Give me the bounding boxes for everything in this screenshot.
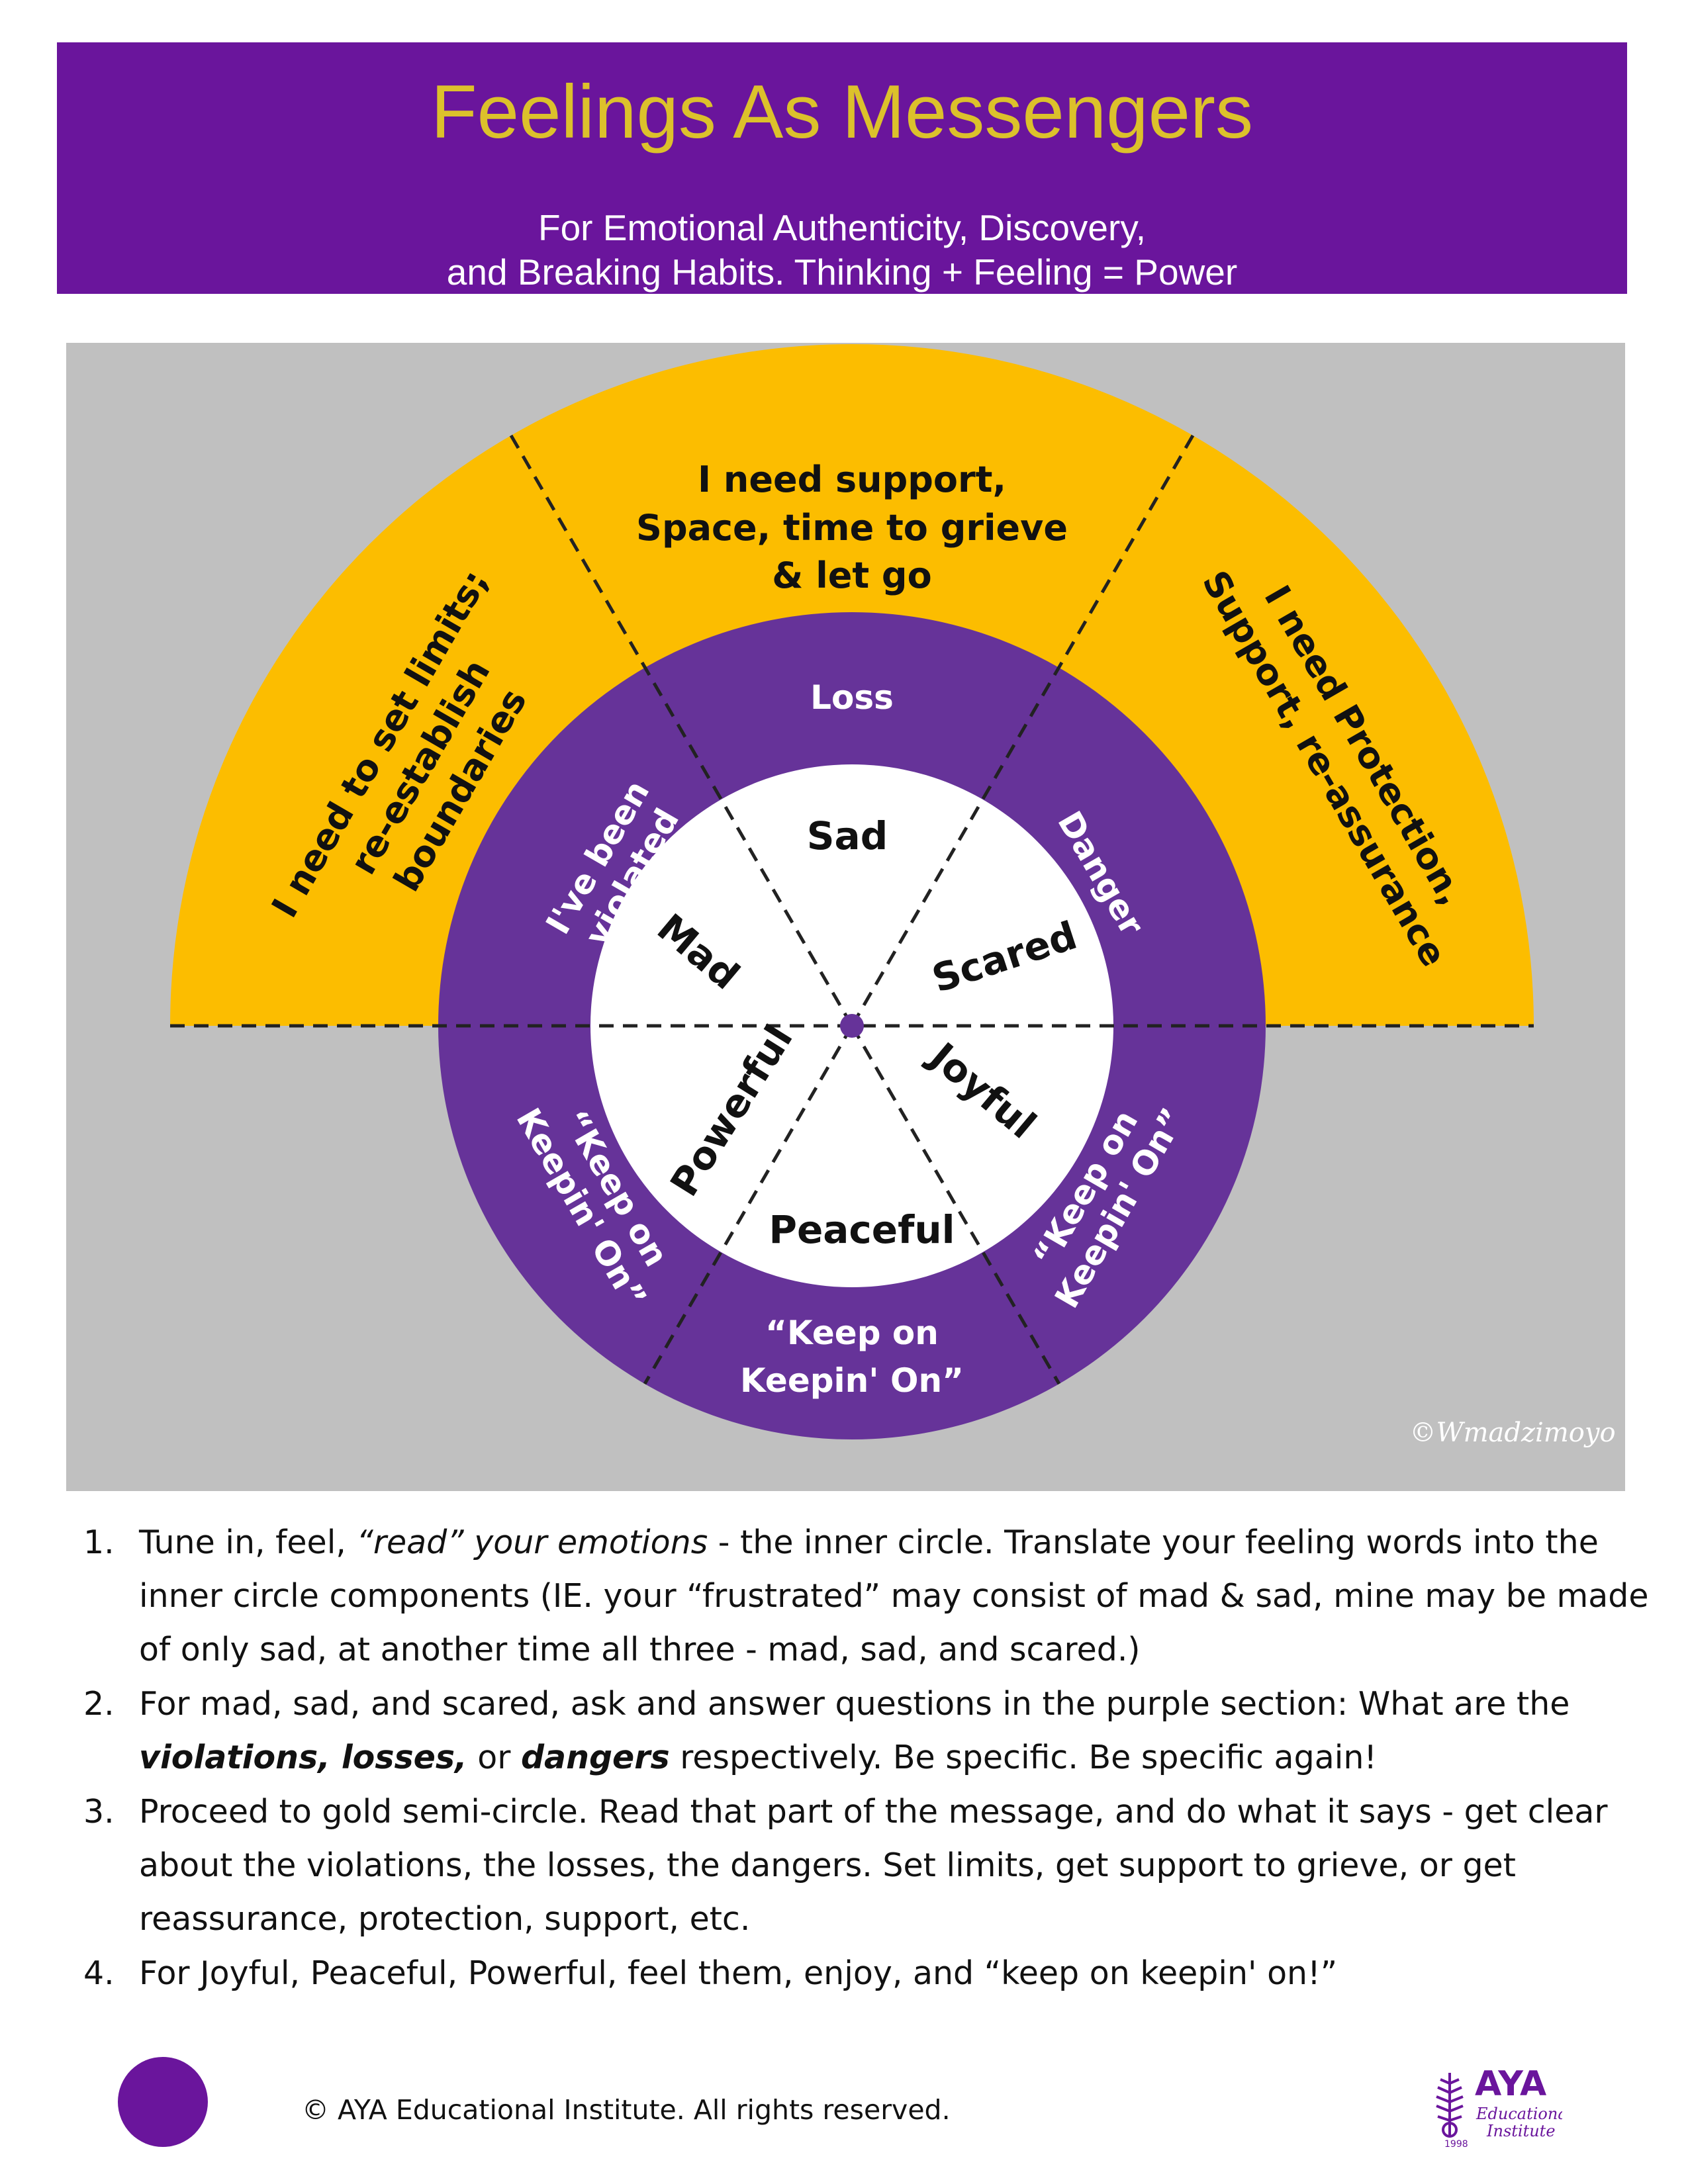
logo-year: 1998 xyxy=(1444,2139,1468,2150)
step-number: 4. xyxy=(83,1954,115,1992)
step-text: Tune in, feel, xyxy=(139,1524,357,1561)
step-number: 2. xyxy=(83,1685,115,1723)
step-text: Proceed to gold semi-circle. Read that p… xyxy=(139,1793,1608,1938)
step-text: - the inner circle. Translate your feeli… xyxy=(139,1524,1649,1668)
ring-bottom-line-2: Keepin' On” xyxy=(740,1361,964,1400)
logo-line-1: Educational xyxy=(1476,2105,1562,2123)
inner-peaceful-label: Peaceful xyxy=(769,1207,955,1252)
logo-name: AYA xyxy=(1475,2064,1546,2104)
step-item: 4. For Joyful, Peaceful, Powerful, feel t… xyxy=(79,1946,1662,2000)
step-item: 2. For mad, sad, and scared, ask and answ… xyxy=(79,1677,1662,1784)
step-number: 3. xyxy=(83,1793,115,1831)
step-item: 1. Tune in, feel, “read” your emotions - … xyxy=(79,1516,1662,1676)
subtitle-line-1: For Emotional Authenticity, Discovery, xyxy=(538,207,1147,248)
step-text: For Joyful, Peaceful, Powerful, feel the… xyxy=(139,1954,1338,1992)
ring-loss-label: Loss xyxy=(810,678,894,717)
aya-logo-svg: 1998 AYA Educational Institute xyxy=(1436,2064,1572,2150)
footer-purple-dot xyxy=(118,2057,208,2147)
step-number: 1. xyxy=(83,1524,115,1561)
step-item: 3. Proceed to gold semi-circle. Read that… xyxy=(79,1785,1662,1946)
fern-icon xyxy=(1436,2073,1464,2138)
divider-lower-right xyxy=(850,1024,1061,1385)
copyright-notice: © AYA Educational Institute. All rights … xyxy=(302,2094,951,2126)
subtitle-line-2: and Breaking Habits. Thinking + Feeling … xyxy=(446,251,1238,293)
ring-bottom-line-1: “Keep on xyxy=(765,1314,939,1352)
gold-top-line-3: & let go xyxy=(772,555,931,596)
step-text: For mad, sad, and scared, ask and answer… xyxy=(139,1685,1570,1723)
instruction-steps: 1. Tune in, feel, “read” your emotions - … xyxy=(79,1516,1662,2001)
title-banner: Feelings As Messengers For Emotional Aut… xyxy=(57,42,1627,294)
divider-lower-left xyxy=(643,1024,854,1385)
artist-signature: ©Wmadzimoyo xyxy=(1409,1418,1615,1448)
step-text: violations, losses, xyxy=(139,1739,467,1776)
page-title: Feelings As Messengers xyxy=(431,70,1253,154)
aya-logo: 1998 AYA Educational Institute xyxy=(1423,2064,1572,2150)
divider-upper-right xyxy=(850,434,1195,1027)
step-text: dangers xyxy=(520,1739,670,1776)
step-text: or xyxy=(467,1739,521,1776)
gold-top-line-1: I need support, xyxy=(698,459,1006,500)
divider-upper-left xyxy=(509,434,854,1027)
feelings-wheel-svg: I need support, Space, time to grieve & … xyxy=(66,343,1625,1491)
step-text: respectively. Be specific. Be specific a… xyxy=(669,1739,1378,1776)
gold-top-line-2: Space, time to grieve xyxy=(636,507,1068,549)
feelings-wheel-diagram: I need support, Space, time to grieve & … xyxy=(66,343,1625,1491)
step-text: “read” your emotions xyxy=(356,1524,708,1561)
logo-line-2: Institute xyxy=(1486,2122,1556,2140)
inner-sad-label: Sad xyxy=(807,813,888,858)
center-dot xyxy=(840,1014,864,1038)
